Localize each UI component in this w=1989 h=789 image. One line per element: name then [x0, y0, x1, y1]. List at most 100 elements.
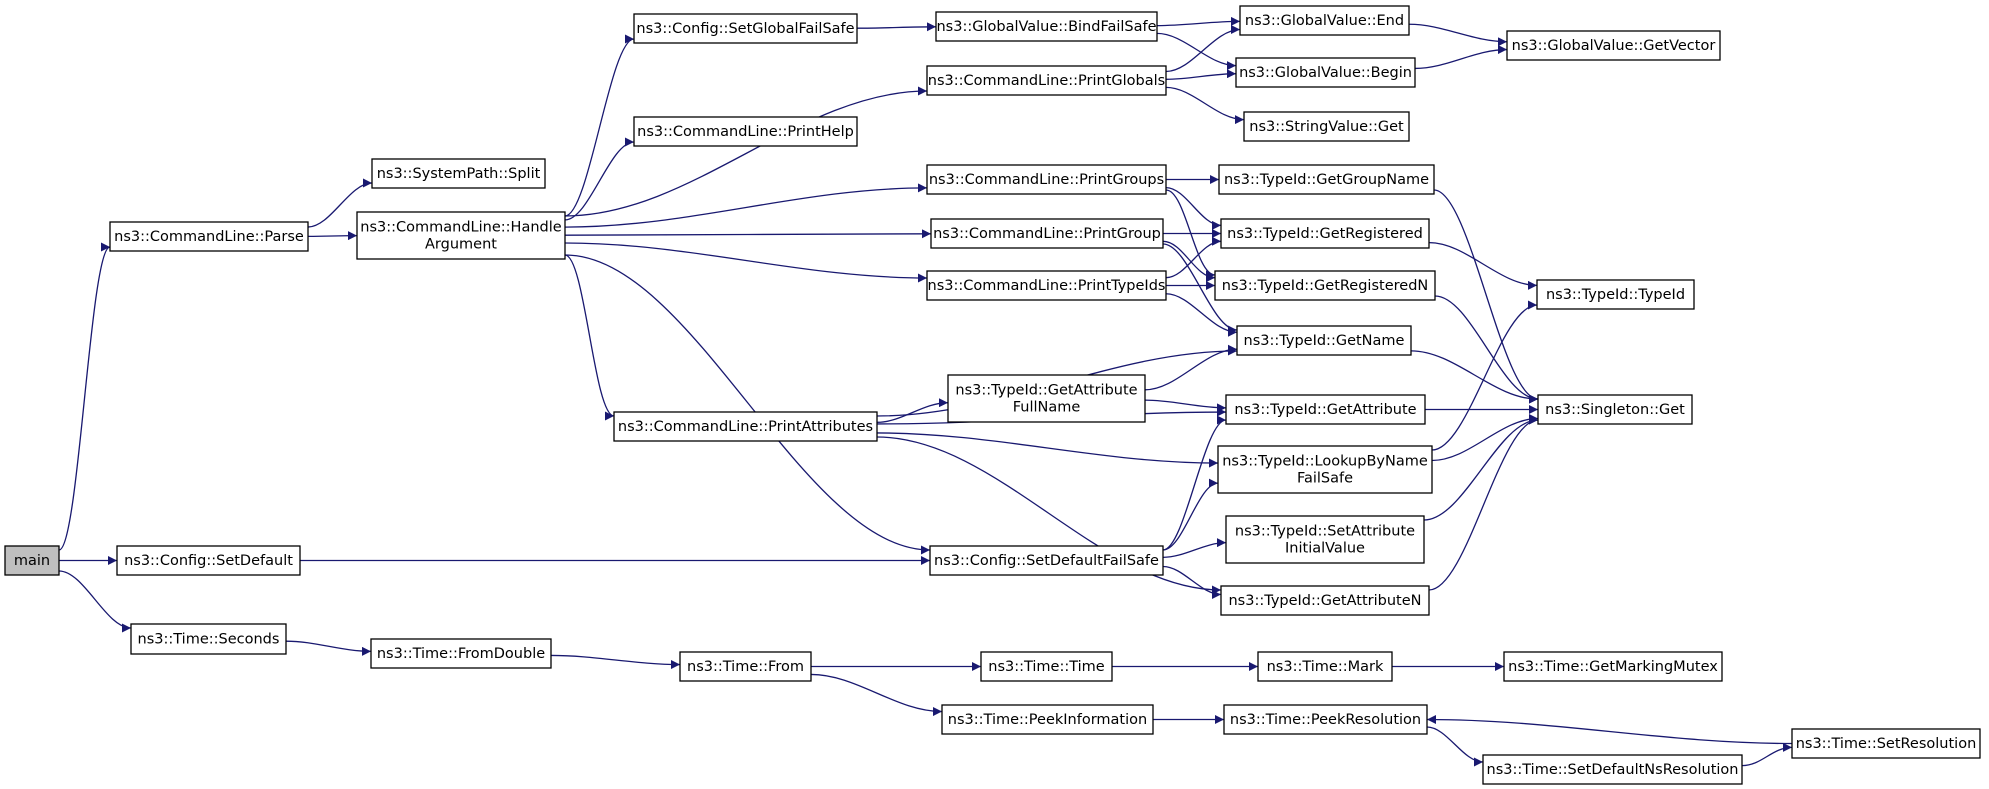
node-ns3-globalvalue-end[interactable]: ns3::GlobalValue::End	[1239, 5, 1410, 36]
node-ns3-typeid-typeid[interactable]: ns3::TypeId::TypeId	[1536, 279, 1695, 310]
node-ns3-singleton-get[interactable]: ns3::Singleton::Get	[1537, 394, 1693, 425]
node-box	[1236, 325, 1412, 356]
node-ns3-globalvalue-begin[interactable]: ns3::GlobalValue::Begin	[1235, 57, 1416, 88]
edge-lookupfs-to-typeid	[1431, 300, 1538, 451]
node-label: ns3::CommandLine::PrintGroups	[929, 172, 1164, 188]
edge-path	[1426, 726, 1484, 767]
node-ns3-config-setdefault[interactable]: ns3::Config::SetDefault	[116, 545, 301, 576]
node-ns3-commandline-printtypeids[interactable]: ns3::CommandLine::PrintTypeIds	[926, 270, 1167, 301]
node-box	[1243, 111, 1410, 142]
node-box	[633, 116, 858, 147]
edge-setres-to-peekres	[1426, 715, 1793, 745]
edge-getname-to-singleton	[1410, 350, 1539, 404]
node-ns3-typeid-getregisteredn[interactable]: ns3::TypeId::GetRegisteredN	[1214, 270, 1436, 301]
node-label: ns3::CommandLine::PrintGlobals	[928, 73, 1165, 89]
edge-setdefaultfs-to-getattr	[1162, 415, 1227, 551]
node-ns3-time-mark[interactable]: ns3::Time::Mark	[1257, 651, 1393, 682]
node-ns3-commandline-printglobals[interactable]: ns3::CommandLine::PrintGlobals	[926, 65, 1167, 96]
edge-printglobals-to-gvbegin	[1165, 69, 1237, 80]
edge-path	[1162, 538, 1227, 558]
edge-path	[1165, 86, 1245, 125]
edge-printglobals-to-gvend	[1165, 25, 1241, 73]
node-label: ns3::GlobalValue::GetVector	[1512, 38, 1716, 54]
node-ns3-typeid-getgroupname[interactable]: ns3::TypeId::GetGroupName	[1218, 164, 1435, 195]
node-box	[109, 221, 309, 252]
node-ns3-commandline-parse[interactable]: ns3::CommandLine::Parse	[109, 221, 309, 252]
node-label: ns3::TypeId::GetAttribute	[1234, 402, 1416, 418]
node-box	[941, 704, 1154, 735]
edge-handle-to-printglobals	[564, 86, 928, 217]
edge-fromdouble-to-from	[550, 654, 681, 670]
node-ns3-commandline-printattributes[interactable]: ns3::CommandLine::PrintAttributes	[613, 411, 878, 442]
node-ns3-config-setdefaultfailsafe[interactable]: ns3::Config::SetDefaultFailSafe	[929, 545, 1164, 576]
node-ns3-commandline-printgroup[interactable]: ns3::CommandLine::PrintGroup	[930, 218, 1164, 249]
node-label: Argument	[425, 236, 497, 252]
node-box	[116, 545, 301, 576]
node-main[interactable]: main	[4, 545, 60, 576]
edge-path	[564, 254, 931, 555]
node-ns3-commandline-printhelp[interactable]: ns3::CommandLine::PrintHelp	[633, 116, 858, 147]
node-ns3-commandline-printgroups[interactable]: ns3::CommandLine::PrintGroups	[926, 164, 1167, 195]
node-ns3-stringvalue-get[interactable]: ns3::StringValue::Get	[1243, 111, 1410, 142]
edge-path	[1162, 415, 1227, 551]
node-ns3-time-getmarkingmutex[interactable]: ns3::Time::GetMarkingMutex	[1503, 651, 1723, 682]
node-ns3-time-setresolution[interactable]: ns3::Time::SetResolution	[1791, 728, 1981, 759]
node-box	[935, 11, 1158, 42]
edge-getregistered-to-typeid	[1428, 242, 1538, 290]
node-ns3-time-fromdouble[interactable]: ns3::Time::FromDouble	[370, 638, 552, 669]
edge-path	[1162, 243, 1238, 335]
node-ns3-time-from[interactable]: ns3::Time::From	[679, 651, 812, 682]
edge-path	[1408, 23, 1508, 47]
node-label: ns3::TypeId::GetRegistered	[1227, 226, 1423, 242]
node-label: ns3::TypeId::GetAttributeN	[1228, 593, 1421, 609]
node-ns3-time-peekresolution[interactable]: ns3::Time::PeekResolution	[1223, 704, 1428, 735]
node-ns3-config-setglobalfailsafe[interactable]: ns3::Config::SetGlobalFailSafe	[633, 13, 858, 44]
node-ns3-systempath-split[interactable]: ns3::SystemPath::Split	[371, 158, 546, 189]
node-label: ns3::Time::Mark	[1267, 659, 1384, 675]
node-ns3-time-time[interactable]: ns3::Time::Time	[980, 651, 1113, 682]
node-label: ns3::TypeId::TypeId	[1546, 287, 1685, 303]
node-box	[1220, 585, 1430, 616]
node-label: ns3::CommandLine::Parse	[114, 229, 304, 245]
node-label: ns3::Time::PeekInformation	[948, 712, 1147, 728]
node-ns3-globalvalue-getvector[interactable]: ns3::GlobalValue::GetVector	[1506, 30, 1721, 61]
node-ns3-typeid-getattributen[interactable]: ns3::TypeId::GetAttributeN	[1220, 585, 1430, 616]
node-ns3-typeid-getregistered[interactable]: ns3::TypeId::GetRegistered	[1220, 218, 1430, 249]
edge-path	[58, 242, 111, 551]
edge-path	[1156, 32, 1237, 71]
edge-handle-to-setglobalfs	[564, 34, 635, 217]
node-ns3-typeid-getattribute[interactable]: ns3::TypeId::GetAttribute	[1225, 394, 1426, 425]
node-label: ns3::Time::From	[687, 659, 804, 675]
node-box	[1482, 754, 1743, 785]
node-ns3-time-setdefaultnsresolution[interactable]: ns3::Time::SetDefaultNsResolution	[1482, 754, 1743, 785]
edge-path	[1434, 295, 1539, 404]
node-box	[613, 411, 878, 442]
node-box	[980, 651, 1113, 682]
node-ns3-typeid-getname[interactable]: ns3::TypeId::GetName	[1236, 325, 1412, 356]
edge-path	[1165, 236, 1222, 279]
edge-path	[307, 178, 373, 228]
edge-path	[876, 436, 1222, 595]
node-box	[1223, 704, 1428, 735]
node-label: ns3::Config::SetGlobalFailSafe	[636, 21, 854, 37]
node-box	[370, 638, 552, 669]
node-ns3-time-seconds[interactable]: ns3::Time::Seconds	[130, 623, 287, 655]
edge-parse-to-handle	[307, 231, 358, 241]
node-ns3-time-peekinformation[interactable]: ns3::Time::PeekInformation	[941, 704, 1154, 735]
edge-path	[564, 254, 615, 421]
edge-handle-to-printgroup	[564, 229, 932, 239]
function-nodes: mainns3::CommandLine::Parsens3::Config::…	[4, 5, 1981, 785]
edge-setdefaultfs-to-setattrinit	[1162, 538, 1227, 558]
node-label: ns3::Config::SetDefault	[124, 553, 293, 569]
edge-path	[810, 673, 943, 717]
node-ns3-globalvalue-bindfailsafe[interactable]: ns3::GlobalValue::BindFailSafe	[935, 11, 1158, 42]
node-box	[1220, 218, 1430, 249]
edge-path	[1165, 186, 1222, 230]
edge-path	[1165, 293, 1238, 337]
edge-printgroup-to-getregisteredn	[1162, 240, 1216, 283]
edge-setglobalfs-to-bindfs	[856, 22, 937, 32]
